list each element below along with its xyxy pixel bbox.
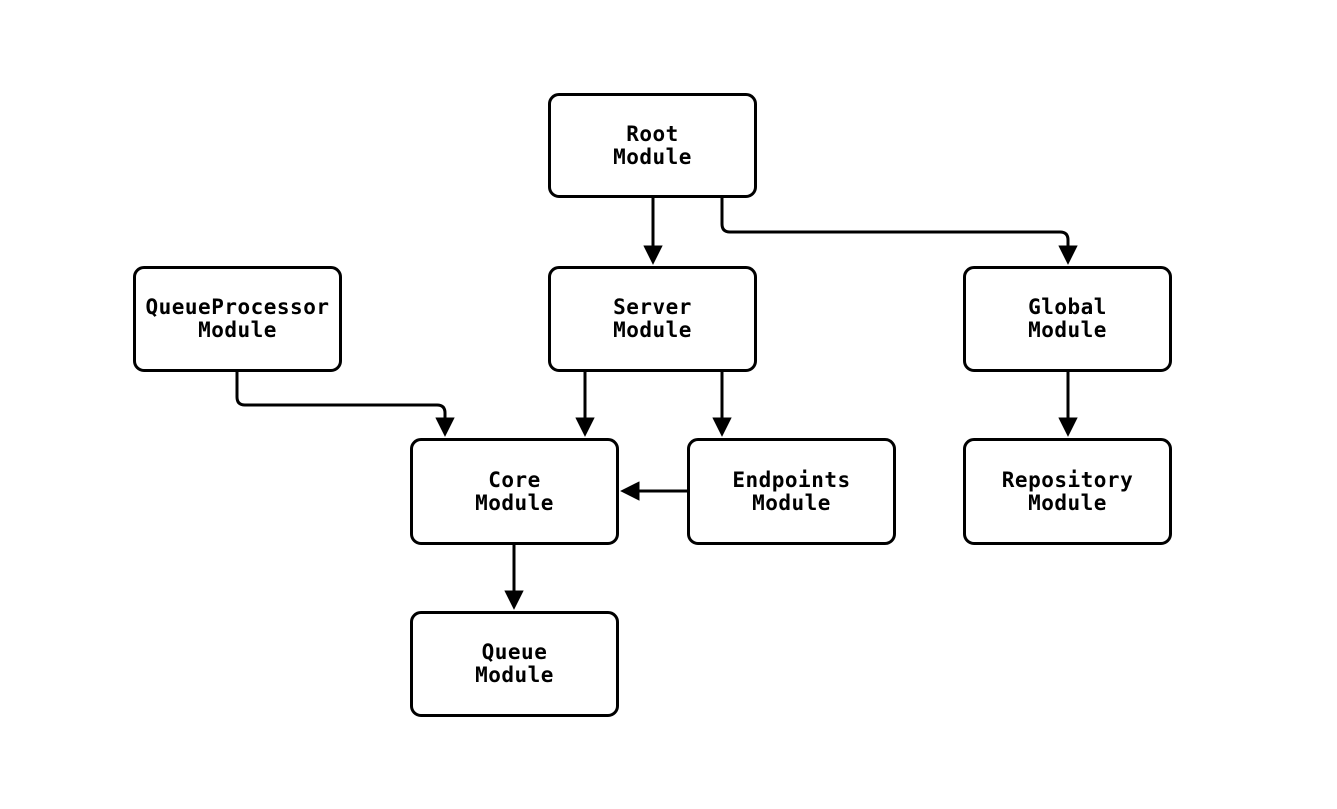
node-repository-module-label: Repository Module: [1001, 467, 1134, 515]
node-queue-module-label: Queue Module: [475, 640, 554, 687]
node-global-module: Global Module: [963, 266, 1172, 372]
node-queue-module: Queue Module: [410, 611, 619, 717]
node-core-module: Core Module: [410, 438, 619, 545]
node-queueprocessor-module-label: QueueProcessor Module: [145, 295, 330, 342]
node-server-module-label: Server Module: [613, 295, 692, 342]
node-global-module-label: Global Module: [1028, 295, 1107, 342]
node-endpoints-module: Endpoints Module: [687, 438, 896, 545]
node-root-module: Root Module: [548, 93, 757, 198]
node-queueprocessor-module: QueueProcessor Module: [133, 266, 342, 372]
node-endpoints-module-label: Endpoints Module: [732, 467, 851, 515]
node-repository-module: Repository Module: [963, 438, 1172, 545]
node-core-module-label: Core Module: [475, 467, 554, 515]
node-server-module: Server Module: [548, 266, 757, 372]
edge-root-to-global: [720, 198, 1078, 265]
node-root-module-label: Root Module: [613, 121, 692, 169]
edge-queueprocessor-to-core: [235, 372, 455, 437]
